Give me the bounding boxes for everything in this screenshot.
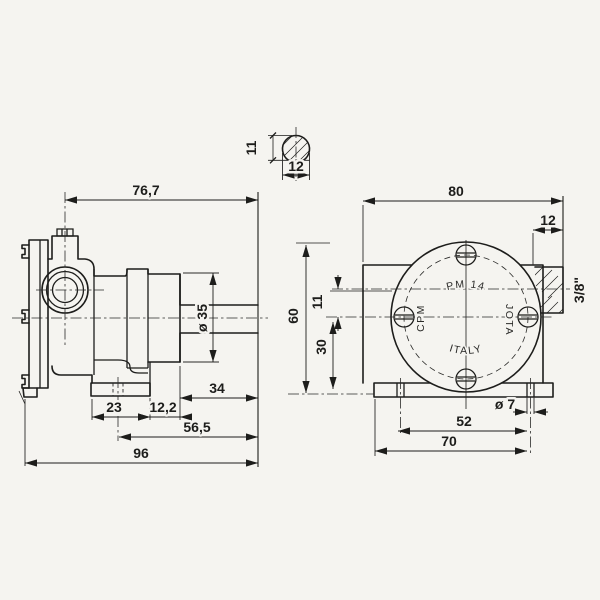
mounting-plate — [18, 239, 49, 405]
dim-center-to-shaft-end: 76,7 — [65, 180, 258, 204]
face-lettering: PM 14 CPM JOTA ITALY — [414, 277, 517, 359]
pump-body-profile — [47, 228, 259, 397]
dim-label-60: 60 — [285, 308, 301, 324]
dim-shaft-length: 34 — [179, 366, 258, 420]
dim-label-34: 34 — [209, 380, 225, 396]
dim-label-23: 23 — [106, 399, 122, 415]
dim-label-11-detail: 11 — [243, 140, 259, 155]
top-fitting-screw — [56, 228, 74, 237]
mounting-foot — [90, 362, 151, 397]
dim-across-flat: 11 — [241, 132, 277, 164]
side-view-dimensions: 76,7 ø 35 34 23 12,2 — [24, 180, 259, 467]
dim-foot-width: 23 — [91, 397, 150, 421]
dim-axis-to-base: 30 — [311, 322, 337, 389]
dim-label-dia-35: ø 35 — [194, 304, 210, 332]
dim-foot-to-hub: 12,2 — [138, 397, 192, 421]
dim-base-span: 70 — [374, 399, 527, 456]
dim-label-70: 70 — [441, 433, 457, 449]
dim-label-76-7: 76,7 — [132, 182, 159, 198]
dim-label-port-thread: 3/8" — [571, 277, 587, 303]
front-view-dimensions: 80 12 3/8" 60 11 30 — [283, 181, 590, 456]
dim-label-52: 52 — [456, 413, 472, 429]
dim-overall-length: 96 — [24, 399, 258, 467]
dim-hub-diameter: ø 35 — [183, 272, 219, 363]
dim-label-12: 12 — [540, 212, 556, 228]
dim-hole-spacing: 52 — [398, 411, 527, 435]
plate-ear-middle — [21, 309, 30, 324]
dim-label-12-detail: 12 — [288, 158, 304, 174]
side-view: 76,7 ø 35 34 23 12,2 — [12, 180, 268, 467]
dim-port-axis-offset: 11 — [307, 275, 392, 331]
dim-label-80: 80 — [448, 183, 464, 199]
face-brand-right-text: JOTA — [503, 304, 515, 336]
dim-label-96: 96 — [133, 445, 149, 461]
dim-base-hole-diameter: ø 7 — [492, 394, 548, 416]
side-view-centerlines — [12, 192, 268, 441]
face-brand-left-text: CPM — [415, 304, 427, 332]
shaft-section-outline — [281, 134, 311, 162]
face-origin-text: ITALY — [448, 342, 484, 357]
dim-label-12-2: 12,2 — [149, 399, 176, 415]
shaft-section-detail: 11 12 — [241, 127, 311, 181]
plate-ear-top — [21, 244, 30, 259]
dim-label-30: 30 — [313, 339, 329, 355]
plate-bottom-tab — [22, 387, 38, 398]
dim-hole-to-shaft-end: 56,5 — [119, 417, 258, 441]
dim-overall-height: 60 — [283, 242, 374, 395]
dim-label-11: 11 — [309, 294, 325, 309]
dim-port-depth: 12 — [532, 210, 563, 265]
front-view: PM 14 CPM JOTA ITALY 80 12 3/8" — [283, 181, 590, 456]
dim-shaft-diameter: 12 — [282, 153, 310, 180]
base-hole-edges — [396, 383, 535, 397]
dim-label-56-5: 56,5 — [183, 419, 210, 435]
front-view-centerlines — [326, 240, 570, 409]
plate-ear-bottom — [21, 374, 30, 389]
dim-overall-width: 80 — [362, 181, 564, 313]
dim-label-dia-7: ø 7 — [495, 396, 515, 412]
